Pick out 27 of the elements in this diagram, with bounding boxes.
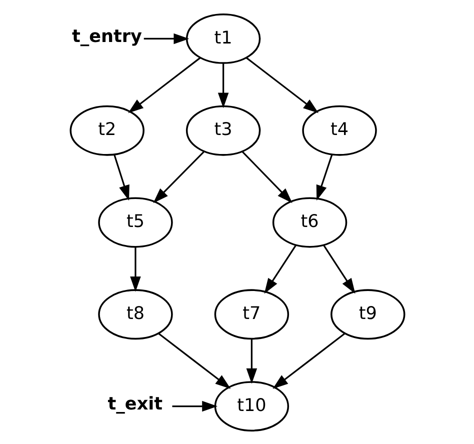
arrow	[272, 332, 345, 388]
node-ellipse: t5	[98, 196, 172, 248]
node-ellipse: t8	[98, 288, 172, 340]
arrow	[172, 400, 218, 412]
node-ellipse: t10	[214, 380, 289, 431]
arrow	[152, 150, 204, 203]
node-ellipse: t9	[330, 288, 405, 340]
arrow	[217, 63, 228, 108]
arrow	[246, 338, 257, 384]
node-ellipse: t6	[272, 196, 347, 248]
arrow	[130, 246, 140, 292]
arrow	[264, 244, 296, 294]
arrow	[113, 154, 129, 200]
arrow	[322, 244, 355, 294]
arrow	[241, 150, 292, 203]
node-text: t_entry	[71, 26, 142, 46]
arrow	[157, 332, 230, 388]
node-ellipse: t4	[302, 104, 376, 156]
arrow	[316, 154, 332, 200]
node-ellipse: t7	[214, 288, 289, 340]
node-ellipse: t1	[185, 13, 260, 64]
node-ellipse: t3	[185, 104, 260, 156]
arrow	[143, 32, 189, 44]
arrow	[245, 56, 318, 113]
node-ellipse: t2	[69, 104, 144, 156]
node-text: t_exit	[107, 394, 162, 414]
arrow	[128, 56, 200, 113]
